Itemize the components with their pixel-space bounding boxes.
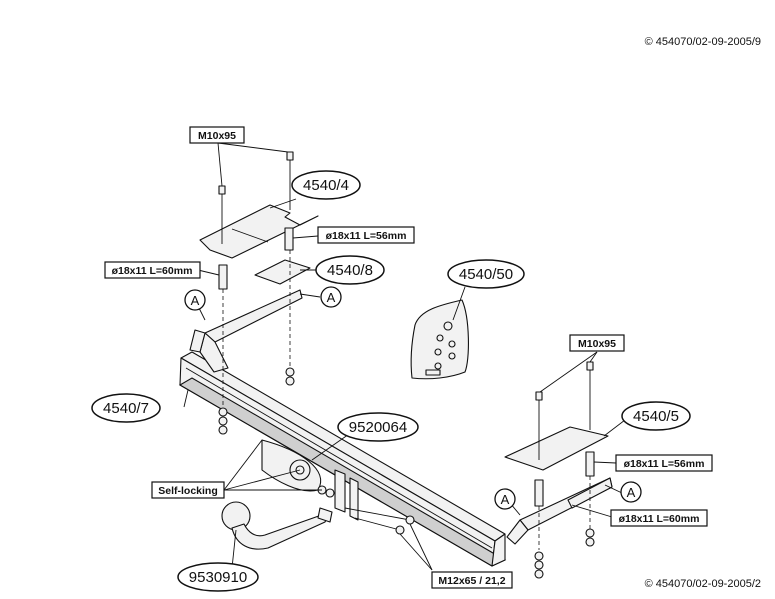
copyright-top: © 454070/02-09-2005/9: [644, 36, 761, 48]
svg-text:M12x65 / 21,2: M12x65 / 21,2: [438, 575, 505, 587]
detail-a-right: A: [620, 481, 642, 503]
nuts-right: [534, 528, 595, 579]
copyright-bottom: © 454070/02-09-2005/2: [644, 578, 761, 590]
bracket-right: [506, 477, 613, 545]
bolt-left-b: [286, 151, 294, 210]
detail-a-right-inner: A: [494, 488, 516, 510]
label-bolt-bottom: M12x65 / 21,2: [431, 571, 513, 589]
plate-4540-4: [199, 204, 319, 259]
svg-text:4540/8: 4540/8: [327, 262, 373, 279]
label-bolt-left: M10x95: [189, 126, 245, 144]
tow-bar-crossbar: [178, 351, 507, 567]
svg-text:A: A: [191, 293, 200, 308]
detail-a-left: A: [184, 289, 206, 311]
label-plate-4540-5: 4540/5: [621, 401, 691, 431]
svg-text:ø18x11 L=60mm: ø18x11 L=60mm: [619, 513, 700, 525]
center-brackets: [334, 469, 359, 521]
svg-text:4540/7: 4540/7: [103, 400, 149, 417]
label-kit-bag-4540-50: 4540/50: [447, 259, 525, 289]
bracket-left: [189, 289, 303, 373]
svg-text:Self-locking: Self-locking: [158, 485, 218, 497]
plate-4540-5: [504, 426, 609, 471]
spacer-upper-left: [284, 227, 294, 251]
bolt-right-a: [535, 391, 543, 460]
svg-text:4540/50: 4540/50: [459, 266, 513, 283]
label-spacer-upper-left: ø18x11 L=56mm: [317, 226, 415, 244]
nuts-left: [218, 367, 295, 435]
label-plate-4540-8: 4540/8: [315, 255, 385, 285]
label-plate-4540-4: 4540/4: [291, 170, 361, 200]
tow-ball-9530910: [221, 501, 333, 550]
spacer-upper-right: [585, 451, 595, 477]
svg-text:A: A: [501, 492, 510, 507]
svg-text:9520064: 9520064: [349, 419, 407, 436]
svg-text:ø18x11 L=56mm: ø18x11 L=56mm: [624, 458, 705, 470]
svg-text:4540/4: 4540/4: [303, 177, 349, 194]
spacer-lower-left: [218, 264, 228, 290]
svg-text:4540/5: 4540/5: [633, 408, 679, 425]
label-spacer-lower-right: ø18x11 L=60mm: [610, 509, 708, 527]
leader-lines: [183, 142, 626, 571]
label-socket-plate-9520064: 9520064: [337, 412, 419, 442]
label-bolt-right: M10x95: [569, 334, 625, 352]
label-self-locking: Self-locking: [151, 481, 225, 499]
bolt-right-b: [586, 361, 594, 430]
svg-text:M10x95: M10x95: [198, 130, 236, 142]
svg-text:M10x95: M10x95: [578, 338, 616, 350]
svg-text:ø18x11 L=56mm: ø18x11 L=56mm: [326, 230, 407, 242]
spacer-lower-right: [534, 479, 544, 507]
label-tow-ball-9530910: 9530910: [177, 562, 259, 592]
label-spacer-lower-left: ø18x11 L=60mm: [104, 261, 201, 279]
detail-a-left-inner: A: [320, 286, 342, 308]
label-spacer-upper-right: ø18x11 L=56mm: [615, 454, 713, 472]
label-bracket-4540-7: 4540/7: [91, 393, 161, 423]
svg-text:ø18x11 L=60mm: ø18x11 L=60mm: [112, 265, 193, 277]
svg-text:A: A: [327, 290, 336, 305]
bolts-m12: [317, 485, 415, 535]
kit-bag-4540-50: [410, 299, 469, 380]
plate-4540-8: [254, 259, 311, 285]
svg-text:A: A: [627, 485, 636, 500]
svg-text:9530910: 9530910: [189, 569, 247, 586]
